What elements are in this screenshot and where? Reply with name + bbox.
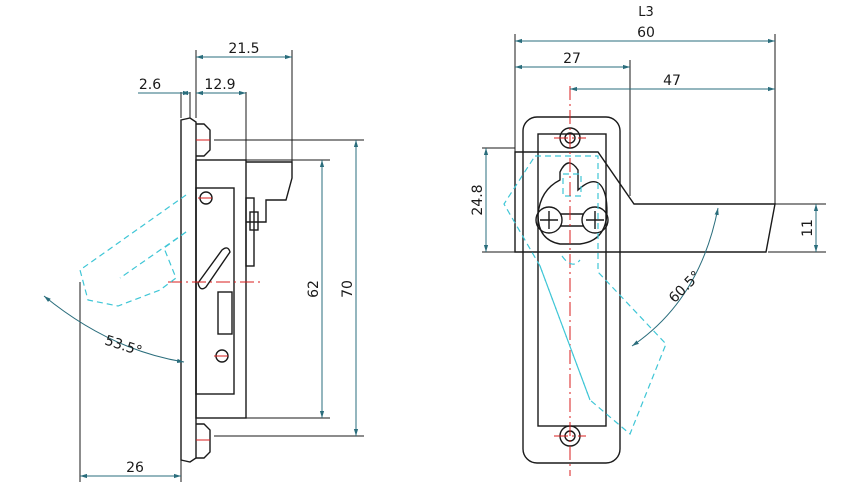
- drawing-title: L3: [638, 5, 654, 20]
- dim-12-9: 12.9: [204, 77, 235, 93]
- dim-27: 27: [563, 51, 581, 67]
- dim-21-5: 21.5: [228, 41, 259, 57]
- right-screw-right: [581, 206, 609, 234]
- right-handle: [514, 151, 776, 253]
- left-flange-plate: [180, 117, 197, 463]
- right-view: L3: [470, 5, 826, 476]
- dim-60-5-deg: 60.5°: [666, 268, 704, 306]
- right-base-plate: [522, 116, 621, 464]
- left-body-inner: [195, 187, 235, 395]
- dim-62: 62: [306, 280, 322, 298]
- left-latch-window: [217, 291, 233, 335]
- dim-26: 26: [126, 460, 144, 476]
- left-view: 21.5 12.9 2.6 62 70 26 53.5°: [43, 41, 364, 482]
- left-bottom-lug: [196, 423, 211, 459]
- right-keyhole-cam: [537, 162, 608, 245]
- right-screw-left: [535, 206, 563, 234]
- dim-53-5-deg: 53.5°: [103, 333, 144, 360]
- right-plate-recess: [537, 133, 607, 427]
- dim-2-6: 2.6: [139, 77, 161, 93]
- left-handle-stem: [245, 197, 255, 267]
- left-handle-knob: [249, 211, 259, 231]
- left-slot: [197, 247, 231, 290]
- left-handle: [246, 161, 293, 223]
- dim-70: 70: [340, 280, 356, 298]
- dim-24-8: 24.8: [470, 184, 486, 215]
- dim-11: 11: [800, 219, 816, 237]
- dim-60: 60: [637, 25, 655, 41]
- left-swung-handle: [79, 194, 187, 307]
- dim-47: 47: [663, 73, 681, 89]
- right-swung-handle: [503, 155, 667, 435]
